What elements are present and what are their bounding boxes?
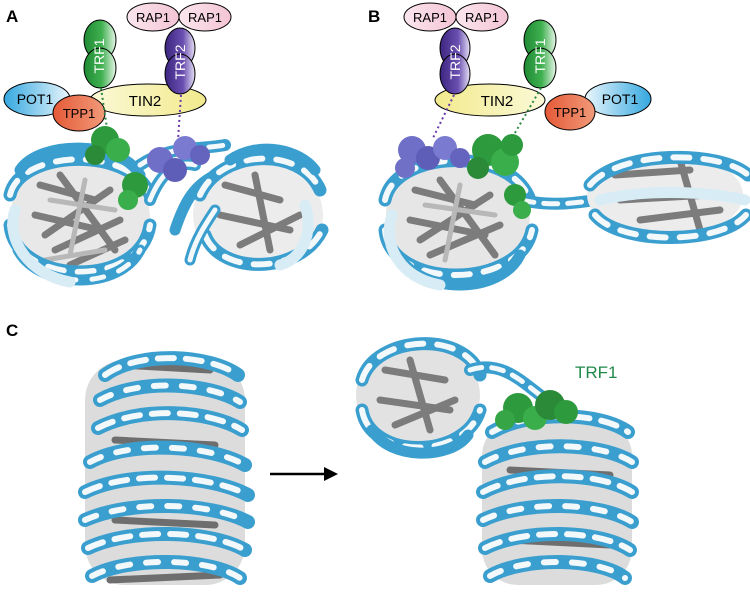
trf2-label-a: TRF2 xyxy=(172,44,188,79)
linker-dna-b xyxy=(514,194,601,210)
trf1-shape-a xyxy=(83,19,117,89)
tpp1-shape-b xyxy=(544,93,596,131)
rap1-right-shape-a xyxy=(178,2,232,32)
trf1-label-c: TRF1 xyxy=(575,363,618,382)
tin2-label-a: TIN2 xyxy=(129,93,162,110)
opened-fiber-right xyxy=(355,337,639,585)
tpp1-label-b: TPP1 xyxy=(554,105,587,120)
panel-a: A TIN2 POT1 TPP1 TRF1 TRF2 RAP1 xyxy=(3,2,329,288)
trf1-surface-b xyxy=(467,134,531,219)
panel-a-letter: A xyxy=(6,7,18,26)
rap1-right-shape-b xyxy=(455,2,509,32)
panel-c-letter: C xyxy=(6,321,18,340)
trf2-label-b: TRF2 xyxy=(447,44,463,79)
nucleosome-structure-b xyxy=(378,134,750,291)
trf2-surface-b xyxy=(395,136,470,178)
panel-b: B TIN2 POT1 TPP1 TRF2 TRF1 RAP1 RAP1 xyxy=(368,2,750,291)
rap1-left-label-b: RAP1 xyxy=(413,10,447,25)
nucleosome-a-right xyxy=(184,143,329,271)
rap1-right-label-b: RAP1 xyxy=(465,10,499,25)
trf1-label-a: TRF1 xyxy=(91,38,107,73)
rap1-right-label-a: RAP1 xyxy=(188,10,222,25)
trf1-surface-a xyxy=(85,126,148,210)
nucleosome-structure-a xyxy=(3,126,329,288)
tpp1-label-a: TPP1 xyxy=(63,106,96,121)
tin2-label-b: TIN2 xyxy=(481,93,514,110)
trf1-surface-c xyxy=(495,390,578,430)
trf1-shape-b xyxy=(523,19,557,89)
trf2-shape-b xyxy=(439,27,471,95)
transition-arrow xyxy=(270,467,338,481)
trf2-link-b xyxy=(431,94,455,141)
trf2-surface-a xyxy=(147,136,210,182)
panel-c: C xyxy=(6,321,639,585)
shelterin-schematic-b: TIN2 POT1 TPP1 TRF2 TRF1 RAP1 RAP1 xyxy=(403,2,652,146)
nucleosome-b-right xyxy=(583,150,750,244)
panel-b-letter: B xyxy=(368,7,380,26)
rap1-left-label-a: RAP1 xyxy=(136,10,170,25)
shelterin-schematic-a: TIN2 POT1 TPP1 TRF1 TRF2 RAP1 RAP1 xyxy=(3,2,232,141)
pot1-label-a: POT1 xyxy=(17,91,54,107)
nucleosome-a-left xyxy=(3,142,201,288)
pot1-label-b: POT1 xyxy=(602,91,639,107)
stacked-fiber-left xyxy=(78,351,255,585)
trf1-label-b: TRF1 xyxy=(532,38,548,73)
trf1-link-b xyxy=(507,87,542,146)
trf2-shape-a xyxy=(164,27,196,95)
